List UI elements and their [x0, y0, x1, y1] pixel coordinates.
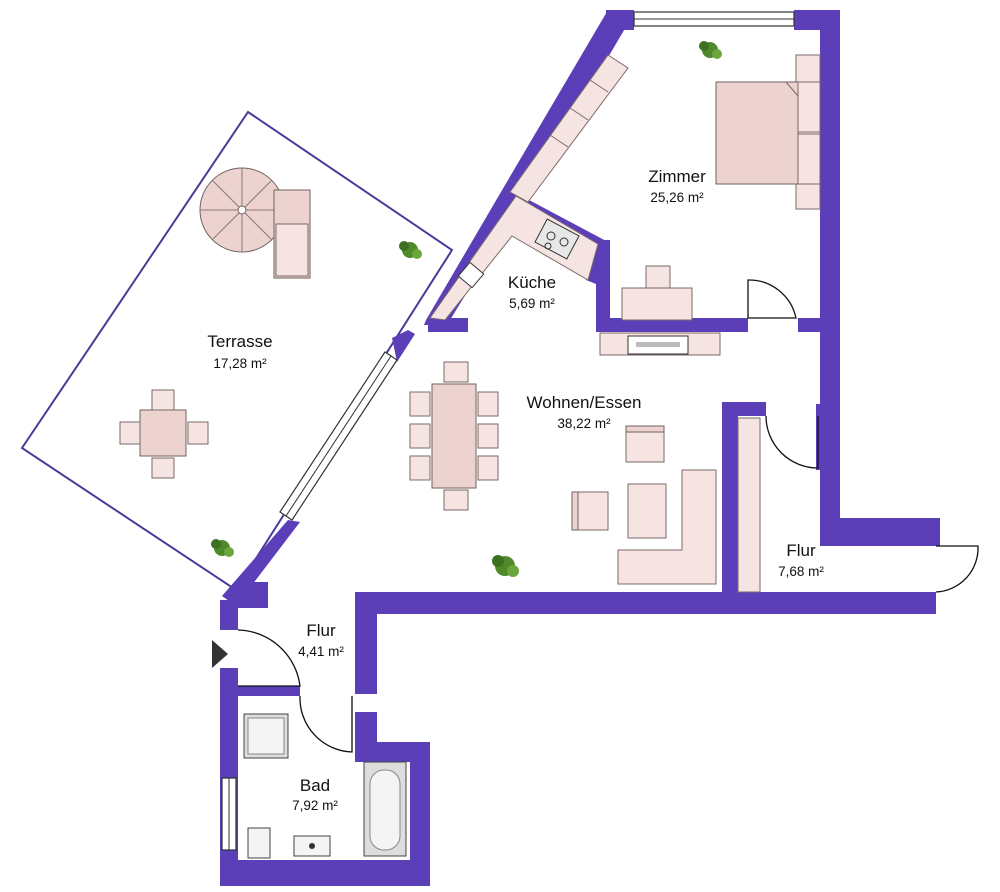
terrace-furniture — [119, 167, 311, 479]
doors — [212, 279, 979, 753]
room-area: 7,68 m² — [778, 564, 824, 579]
living-furniture — [571, 417, 761, 593]
room-label-zimmer: Zimmer 25,26 m² — [648, 167, 706, 205]
room-label-kueche: Küche 5,69 m² — [508, 273, 556, 311]
dining-table — [409, 361, 499, 511]
kitchen-counter — [429, 195, 599, 321]
wardrobe — [509, 54, 629, 203]
plant-icon — [211, 539, 234, 557]
room-label-bad: Bad 7,92 m² — [292, 776, 338, 813]
sideboard — [599, 332, 721, 356]
room-name: Wohnen/Essen — [527, 393, 642, 412]
room-area: 25,26 m² — [650, 190, 704, 205]
bed — [715, 54, 821, 210]
room-label-wohnen: Wohnen/Essen 38,22 m² — [527, 393, 642, 431]
room-name: Flur — [306, 621, 336, 640]
room-area: 5,69 m² — [509, 296, 555, 311]
room-name: Terrasse — [207, 332, 272, 351]
plant-icon — [492, 555, 519, 577]
desk — [621, 265, 693, 321]
room-area: 38,22 m² — [557, 416, 611, 431]
room-name: Zimmer — [648, 167, 706, 186]
room-area: 7,92 m² — [292, 798, 338, 813]
room-area: 17,28 m² — [213, 356, 267, 371]
plant-icon — [699, 41, 722, 59]
plant-icon — [399, 241, 422, 259]
entrance-arrow-icon — [212, 640, 228, 668]
room-label-terrasse: Terrasse 17,28 m² — [207, 332, 272, 371]
bathroom-fixtures — [243, 713, 407, 859]
windows — [221, 11, 795, 851]
room-name: Bad — [300, 776, 330, 795]
room-name: Flur — [786, 541, 816, 560]
room-label-flur-right: Flur 7,68 m² — [778, 541, 824, 579]
room-label-flur-left: Flur 4,41 m² — [298, 621, 344, 659]
room-area: 4,41 m² — [298, 644, 344, 659]
room-name: Küche — [508, 273, 556, 292]
